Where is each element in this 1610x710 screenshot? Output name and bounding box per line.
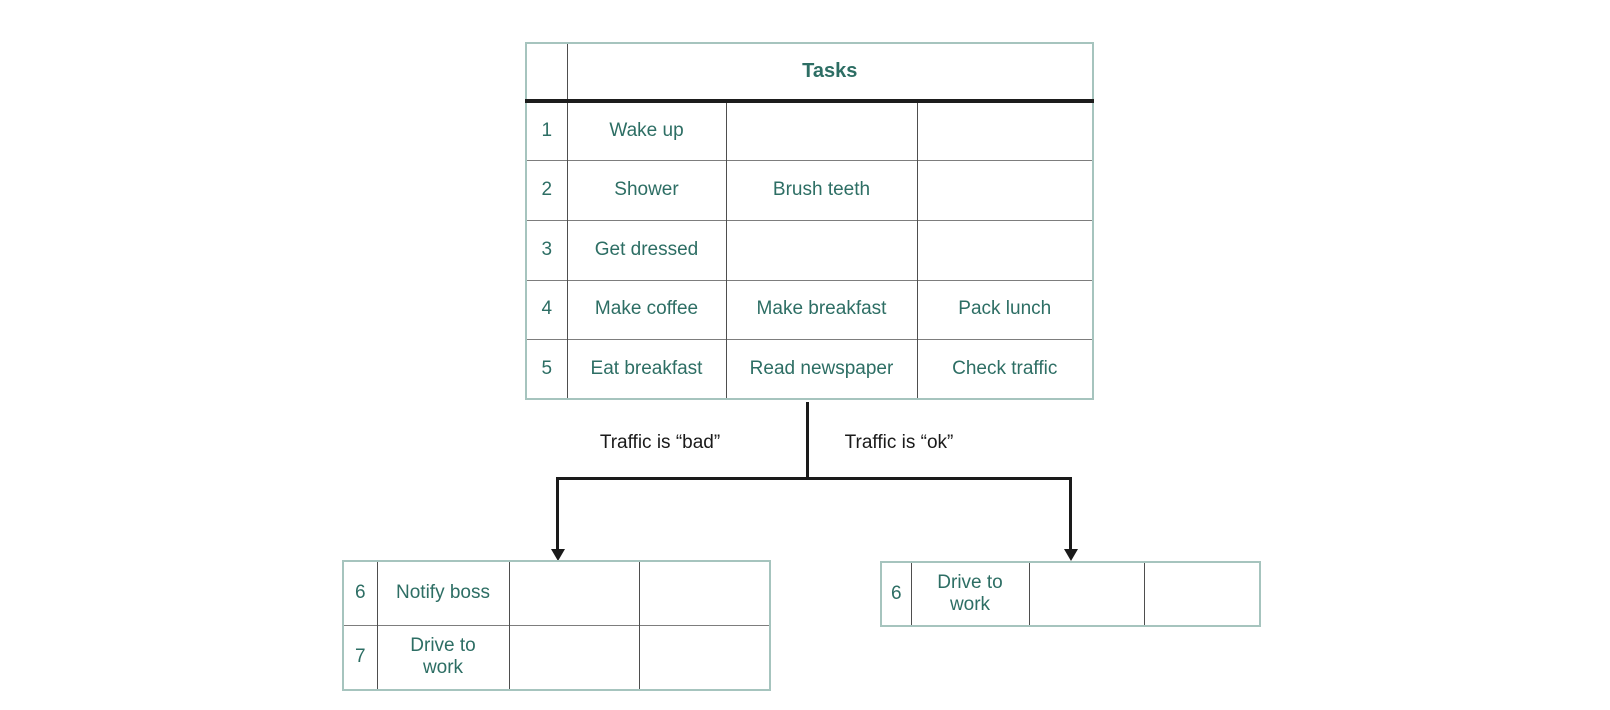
branch-label-bad: Traffic is “bad” bbox=[599, 432, 721, 453]
task-cell-check-traffic: Check traffic bbox=[916, 338, 1094, 399]
table-row: 2 Shower Brush teeth bbox=[526, 159, 1094, 220]
task-cell: Notify boss bbox=[376, 561, 509, 625]
row-number: 4 bbox=[526, 279, 567, 339]
down-arrow-icon bbox=[1064, 549, 1078, 561]
task-cell: Drive to work bbox=[376, 624, 509, 690]
tasks-header-spacer bbox=[526, 43, 567, 103]
task-cell: Read newspaper bbox=[725, 338, 917, 399]
branch-stem-line bbox=[806, 402, 809, 479]
row-number: 3 bbox=[526, 219, 567, 280]
task-cell bbox=[638, 624, 770, 690]
table-row: 6 Drive to work bbox=[881, 562, 1260, 626]
task-cell: Drive to work bbox=[910, 562, 1029, 626]
table-row: 4 Make coffee Make breakfast Pack lunch bbox=[526, 279, 1094, 339]
branch-ok-drop-line bbox=[1069, 477, 1072, 550]
task-cell bbox=[1028, 562, 1144, 626]
table-row: 5 Eat breakfast Read newspaper Check tra… bbox=[526, 338, 1094, 399]
row-number: 6 bbox=[354, 582, 366, 604]
task-cell bbox=[916, 219, 1094, 280]
task-cell: Wake up bbox=[566, 100, 726, 160]
task-cell bbox=[508, 624, 639, 690]
task-cell bbox=[1143, 562, 1260, 626]
task-cell bbox=[725, 100, 917, 160]
task-cell: Pack lunch bbox=[916, 279, 1094, 339]
task-cell: Shower bbox=[566, 159, 726, 220]
tasks-table-title: Tasks bbox=[566, 43, 1094, 103]
task-cell: Brush teeth bbox=[725, 159, 917, 220]
down-arrow-icon bbox=[551, 549, 565, 561]
task-cell bbox=[638, 561, 770, 625]
branch-bad-drop-line bbox=[556, 477, 559, 550]
task-cell: Get dressed bbox=[566, 219, 726, 280]
table-row: 3 Get dressed bbox=[526, 219, 1094, 280]
row-number: 1 bbox=[526, 100, 567, 160]
branch-horizontal-line bbox=[556, 477, 1072, 480]
task-cell: Make breakfast bbox=[725, 279, 917, 339]
task-cell bbox=[725, 219, 917, 280]
tasks-table: Tasks 1 Wake up 2 Shower Brush teeth 3 G… bbox=[525, 42, 1095, 400]
traffic-ok-table: 6 Drive to work bbox=[880, 561, 1261, 627]
row-number: 5 bbox=[526, 338, 567, 399]
task-cell: Make coffee bbox=[566, 279, 726, 339]
task-cell bbox=[916, 100, 1094, 160]
task-cell bbox=[508, 561, 639, 625]
task-cell: Eat breakfast bbox=[566, 338, 726, 399]
table-row: 7 Drive to work bbox=[343, 624, 770, 690]
task-cell bbox=[916, 159, 1094, 220]
row-number: 2 bbox=[526, 159, 567, 220]
row-number: 7 bbox=[343, 624, 377, 690]
row-number: 6 bbox=[890, 582, 902, 604]
table-row: 6 Notify boss bbox=[343, 561, 770, 625]
traffic-bad-table: 6 Notify boss 7 Drive to work bbox=[342, 560, 771, 691]
branch-label-ok: Traffic is “ok” bbox=[844, 432, 954, 453]
table-row: 1 Wake up bbox=[526, 100, 1094, 160]
